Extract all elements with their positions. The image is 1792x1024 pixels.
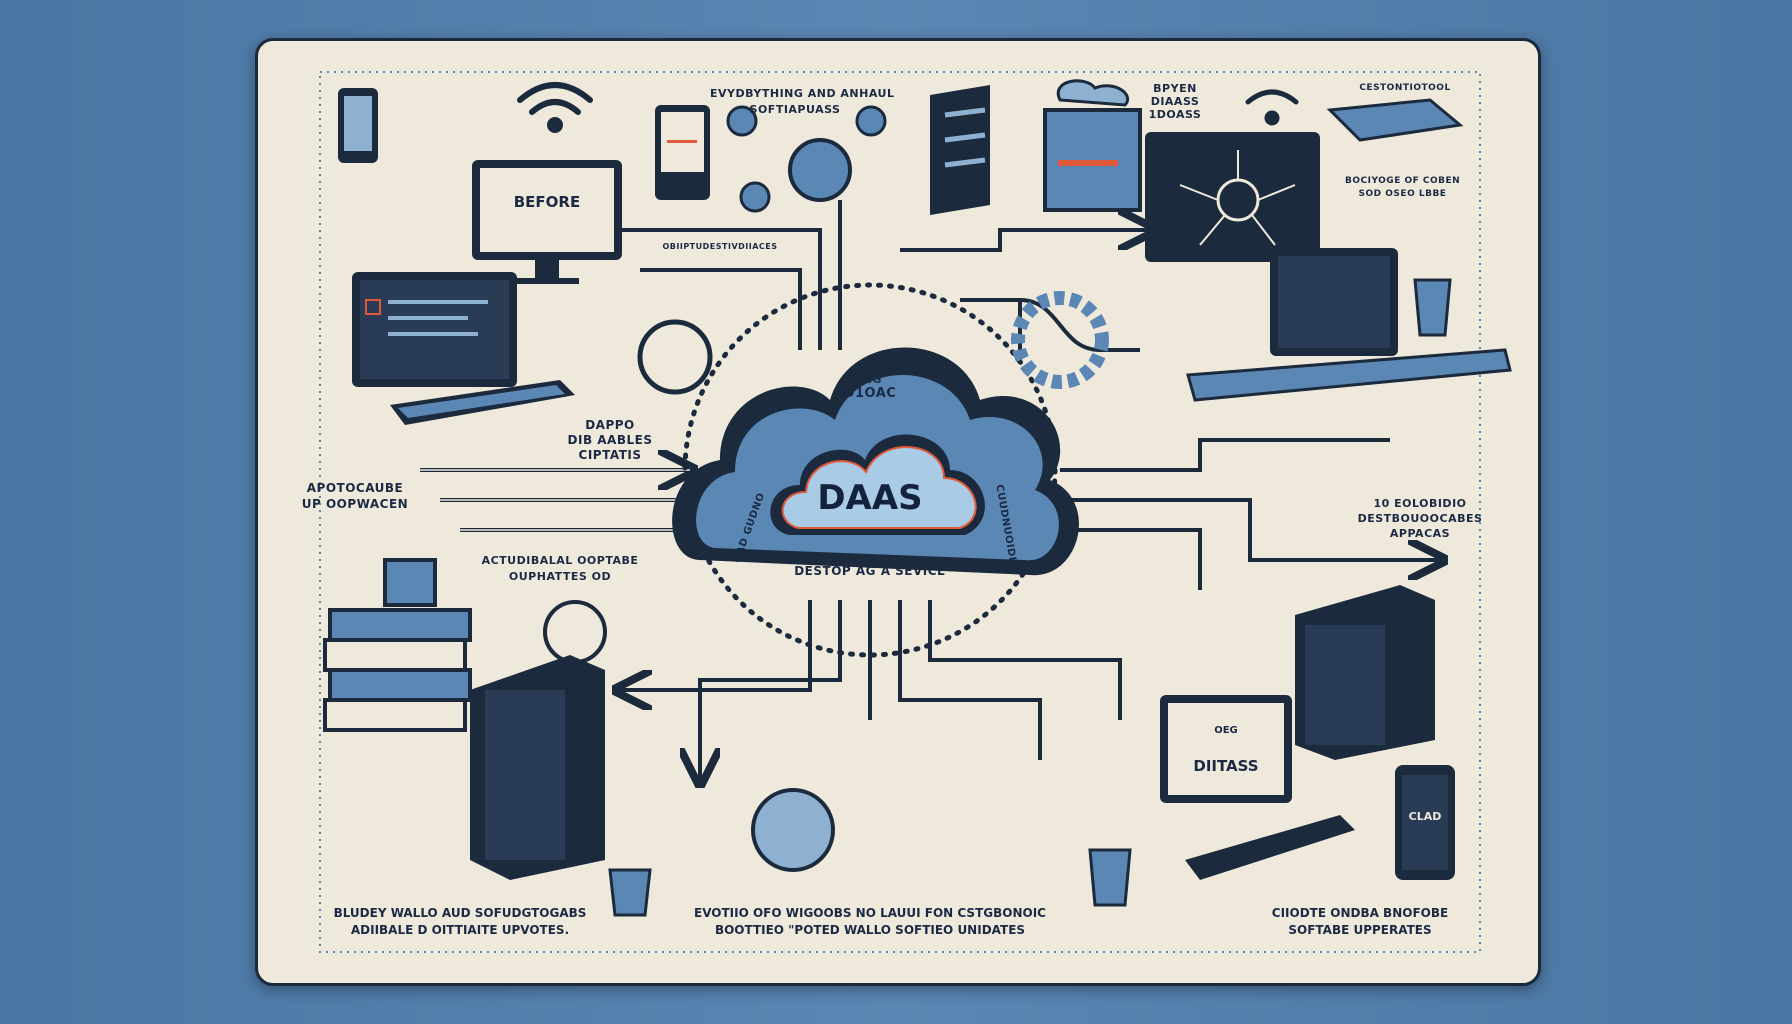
daas-subtitle: DESTOP AG A SEVICE bbox=[794, 564, 946, 578]
laptop-book-icon bbox=[1326, 98, 1464, 142]
left-monitor-icon bbox=[352, 272, 517, 387]
label-line: 10 EOLOBIDIO bbox=[1373, 497, 1467, 510]
label-lower-left: ACTUDIBALAL OOPTABE OUPHATTES OD bbox=[480, 553, 640, 585]
label-line: UP OOPWACEN bbox=[301, 497, 409, 511]
keyboard-icon bbox=[390, 380, 575, 425]
server-tower-icon bbox=[470, 655, 605, 880]
node-icon bbox=[739, 181, 771, 213]
caption-line: ADIIBALE D OITTIAITE UPVOTES. bbox=[350, 923, 570, 937]
caption-right: CIIODTE ONDBA BNOFOBE SOFTABE UPPERATES bbox=[1265, 905, 1455, 939]
ditass-screen-label: DIITASS bbox=[1193, 757, 1259, 775]
label-top-center: EVYDBYTHING AND ANHAUL SOFTIAPUASS bbox=[710, 86, 895, 118]
right-monitor-icon bbox=[1186, 248, 1512, 402]
phone-icon-2 bbox=[338, 88, 378, 163]
label-line: DIB AABLES bbox=[567, 433, 653, 447]
caption-line: BLUDEY WALLO AUD SOFUDGTOGABS bbox=[333, 906, 587, 920]
label-line: OUPHATTES OD bbox=[508, 570, 612, 583]
label-line: APPACAS bbox=[1389, 527, 1451, 540]
phone-icon bbox=[655, 105, 710, 200]
label-line: DIAASS bbox=[1150, 95, 1200, 108]
label-line: CIPTATIS bbox=[578, 448, 642, 462]
label-line: DESTBOUOOCABES bbox=[1357, 512, 1483, 525]
label-top-far-right: CESTONTIOTOOL bbox=[1359, 83, 1451, 93]
node-icon bbox=[855, 105, 887, 137]
headset-icon bbox=[543, 600, 607, 664]
network-monitor-icon bbox=[1145, 132, 1320, 262]
label-line: 1DOASS bbox=[1148, 108, 1202, 121]
ditass-monitor-icon bbox=[1160, 695, 1355, 880]
server-tower-right-icon bbox=[1295, 585, 1435, 760]
wifi-icon-2 bbox=[1245, 89, 1299, 126]
caption-line: SOFTABE UPPERATES bbox=[1288, 923, 1432, 937]
server-rack-icon-2 bbox=[930, 85, 990, 215]
label-line: SOD OSEO LBBE bbox=[1358, 189, 1447, 199]
label-line: BOCIYOGE OF COBEN bbox=[1345, 176, 1461, 186]
globe-icon bbox=[788, 138, 852, 202]
label-right-mid: 10 EOLOBIDIO DESTBOUOOCABES APPACAS bbox=[1350, 496, 1490, 541]
daas-title: DAAS bbox=[817, 478, 923, 518]
caption-line: CIIODTE ONDBA BNOFOBE bbox=[1271, 906, 1449, 920]
caption-line: BOOTTIEO "POTED WALLO SOFTIEO UNIDATES bbox=[714, 923, 1026, 937]
magnifier-icon bbox=[751, 788, 835, 872]
pen-cup-icon bbox=[1088, 848, 1132, 907]
books-stack-icon bbox=[323, 558, 472, 732]
plant-pot-icon-2 bbox=[1413, 278, 1452, 337]
before-monitor-icon bbox=[472, 160, 622, 284]
daas-cloud-icon bbox=[672, 282, 1079, 658]
node-icon bbox=[726, 105, 758, 137]
caption-left: BLUDEY WALLO AUD SOFUDGTOGABS ADIIBALE D … bbox=[325, 905, 595, 939]
cloud-top-label: D1OAC bbox=[843, 386, 897, 401]
caption-line: EVOTIIO OFO WIGOOBS NO LAUUI FON CSTGBON… bbox=[694, 906, 1046, 920]
label-line: APOTOCAUBE bbox=[306, 481, 404, 495]
label-line: EVYDBYTHING AND ANHAUL bbox=[710, 87, 895, 100]
label-left: APOTOCAUBE UP OOPWACEN bbox=[300, 480, 410, 512]
gear-icon bbox=[1011, 291, 1109, 389]
tablet-icon bbox=[1395, 765, 1455, 880]
label-line: BPYEN bbox=[1153, 82, 1197, 95]
label-line: SOFTIAPUASS bbox=[749, 103, 841, 116]
label-line: ACTUDIBALAL OOPTABE bbox=[481, 554, 639, 567]
label-mid-top: OBIIPTUDESTIVDIIACES bbox=[662, 242, 778, 251]
before-screen-label: BEFORE bbox=[513, 193, 581, 211]
label-right-upper: BOCIYOGE OF COBEN SOD OSEO LBBE bbox=[1345, 175, 1460, 201]
label-line: DAPPO bbox=[585, 418, 635, 432]
tablet-screen-label: CLAD bbox=[1408, 810, 1442, 823]
dotted-frame bbox=[319, 71, 1481, 953]
caption-center: EVOTIIO OFO WIGOOBS NO LAUUI FON CSTGBON… bbox=[690, 905, 1050, 939]
wifi-icon bbox=[517, 82, 593, 133]
wheel-icon bbox=[637, 319, 713, 395]
ditass-small-label: OEG bbox=[1214, 725, 1238, 736]
plant-pot-icon bbox=[608, 868, 652, 917]
server-rack-icon bbox=[1043, 79, 1142, 212]
cloud-top-small: DIG bbox=[858, 373, 882, 386]
